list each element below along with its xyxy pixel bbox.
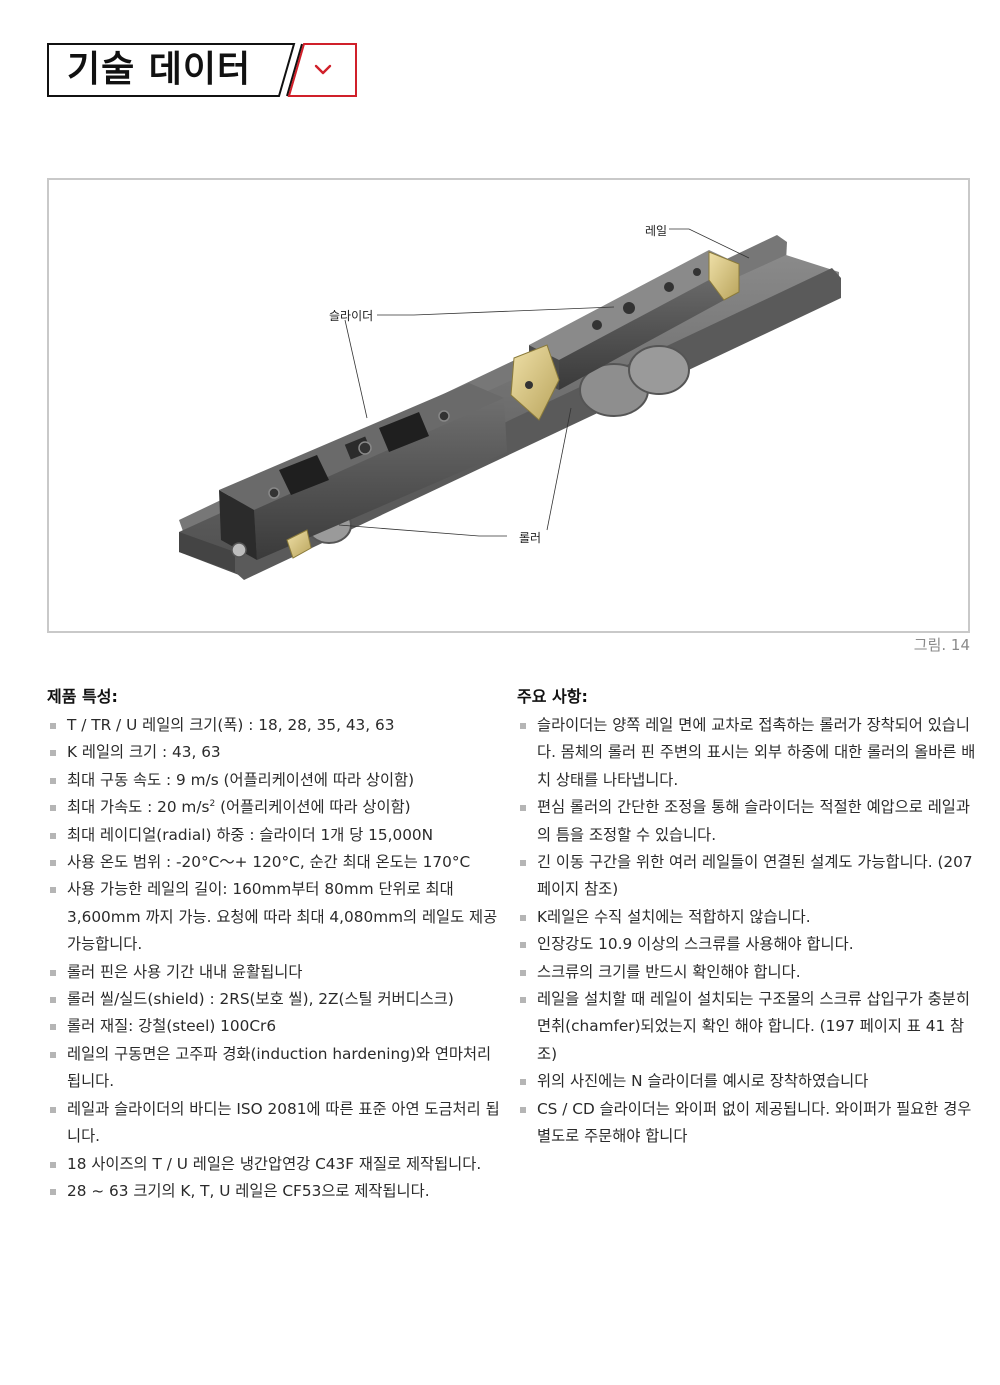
list-item: 롤러 핀은 사용 기간 내내 윤활됩니다 — [47, 959, 502, 986]
list-item: 인장강도 10.9 이상의 스크류를 사용해야 합니다. — [517, 931, 977, 958]
list-item: 레일과 슬라이더의 바디는 ISO 2081에 따른 표준 아연 도금처리 됩니… — [47, 1096, 502, 1151]
list-item: 위의 사진에는 N 슬라이더를 예시로 장착하였습니다 — [517, 1068, 977, 1095]
list-item: 28 ~ 63 크기의 K, T, U 레일은 CF53으로 제작됩니다. — [47, 1178, 502, 1205]
figure-caption: 그림. 14 — [913, 636, 970, 654]
list-item: 편심 롤러의 간단한 조정을 통해 슬라이더는 적절한 예압으로 레일과의 틈을… — [517, 794, 977, 849]
callout-roller: 롤러 — [519, 531, 542, 545]
header-frame — [47, 43, 357, 97]
page-title: 기술 데이터 — [67, 49, 252, 90]
callout-rail: 레일 — [645, 224, 668, 238]
list-item: CS / CD 슬라이더는 와이퍼 없이 제공됩니다. 와이퍼가 필요한 경우 … — [517, 1096, 977, 1151]
key-notes: 주요 사항: 슬라이더는 양쪽 레일 면에 교차로 접촉하는 롤러가 장착되어 … — [517, 684, 977, 1151]
list-item: 사용 온도 범위 : -20°C～+ 120°C, 순간 최대 온도는 170°… — [47, 849, 502, 876]
accel-exponent: 2 — [209, 799, 216, 810]
features-list: T / TR / U 레일의 크기(폭) : 18, 28, 35, 43, 6… — [47, 712, 502, 1205]
list-item: 롤러 재질: 강철(steel) 100Cr6 — [47, 1013, 502, 1040]
accel-note: (어플리케이션에 따라 상이함) — [215, 798, 411, 817]
accel-text: 최대 가속도 : 20 m/s — [67, 798, 210, 817]
list-item: 최대 레이디얼(radial) 하중 : 슬라이더 1개 당 15,000N — [47, 822, 502, 849]
list-item: 긴 이동 구간을 위한 여러 레일들이 연결된 설계도 가능합니다. (207 … — [517, 849, 977, 904]
list-item: 사용 가능한 레일의 길이: 160mm부터 80mm 단위로 최대 3,600… — [47, 876, 502, 958]
list-item: 최대 구동 속도 : 9 m/s (어플리케이션에 따라 상이함) — [47, 767, 502, 794]
list-item: T / TR / U 레일의 크기(폭) : 18, 28, 35, 43, 6… — [47, 712, 502, 739]
list-item: 롤러 씰/실드(shield) : 2RS(보호 씰), 2Z(스틸 커버디스크… — [47, 986, 502, 1013]
chevron-down-icon[interactable] — [312, 60, 334, 80]
section-header: 기술 데이터 — [47, 42, 359, 98]
callout-slider: 슬라이더 — [329, 309, 374, 323]
list-item: 슬라이더는 양쪽 레일 면에 교차로 접촉하는 롤러가 장착되어 있습니다. 몸… — [517, 712, 977, 794]
list-item: 스크류의 크기를 반드시 확인해야 합니다. — [517, 959, 977, 986]
list-item: 레일의 구동면은 고주파 경화(induction hardening)와 연마… — [47, 1041, 502, 1096]
linear-rail-illustration — [179, 228, 841, 580]
list-item: 18 사이즈의 T / U 레일은 냉간압연강 C43F 재질로 제작됩니다. — [47, 1151, 502, 1178]
product-features: 제품 특성: T / TR / U 레일의 크기(폭) : 18, 28, 35… — [47, 684, 502, 1205]
list-item: K레일은 수직 설치에는 적합하지 않습니다. — [517, 904, 977, 931]
features-title: 제품 특성: — [47, 687, 118, 706]
product-figure: 레일 슬라이더 롤러 — [47, 178, 970, 633]
list-item: 최대 가속도 : 20 m/s2 (어플리케이션에 따라 상이함) — [47, 794, 502, 821]
list-item: 레일을 설치할 때 레일이 설치되는 구조물의 스크류 삽입구가 충분히 면취(… — [517, 986, 977, 1068]
notes-title: 주요 사항: — [517, 687, 588, 706]
notes-list: 슬라이더는 양쪽 레일 면에 교차로 접촉하는 롤러가 장착되어 있습니다. 몸… — [517, 712, 977, 1151]
list-item: K 레일의 크기 : 43, 63 — [47, 739, 502, 766]
